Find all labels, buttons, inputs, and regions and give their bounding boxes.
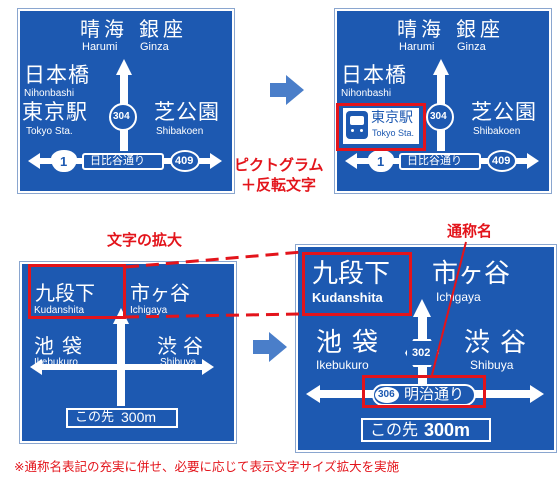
dest-shibuya: 渋谷 xyxy=(464,328,537,358)
annotation-enlarge: 文字の拡大 xyxy=(107,231,183,249)
train-pictogram-icon xyxy=(346,111,368,139)
footnote: ※通称名表記の充実に併せ、必要に応じて表示文字サイズ拡大を実施 xyxy=(14,459,400,474)
annotation-reverse-text: ＋反転文字 xyxy=(241,176,317,194)
route-409-number: 409 xyxy=(175,155,194,167)
top-transition-arrow-icon xyxy=(270,75,304,105)
distance-ahead-label: この先 xyxy=(75,410,115,425)
dest-kudanshita: 九段下 xyxy=(35,281,95,305)
route-306-number: 306 xyxy=(378,389,395,400)
route-409-number: 409 xyxy=(492,155,511,167)
road-name-meiji: 明治通り xyxy=(404,385,465,403)
dest-harumi: 晴海 xyxy=(80,17,128,41)
bottom-transition-arrow-icon xyxy=(253,332,287,362)
road-name-box xyxy=(399,153,481,170)
dest-kudanshita-enlarged: 九段下 xyxy=(312,259,391,289)
dest-ikebukuro: 池袋 xyxy=(34,334,90,358)
dest-harumi-en: Harumi xyxy=(399,41,435,53)
dest-ikebukuro: 池袋 xyxy=(316,328,389,358)
dest-nihonbashi: 日本橋 xyxy=(24,63,90,87)
sign-bottom-after: 九段下 Kudanshita 市ヶ谷 Ichigaya 池袋 Ikebukuro… xyxy=(295,244,557,453)
dest-ginza-en: Ginza xyxy=(457,41,486,53)
dest-ikebukuro-en: Ikebukuro xyxy=(34,357,78,368)
dest-kudanshita-enlarged-en: Kudanshita xyxy=(312,290,383,305)
distance-ahead-label: この先 xyxy=(370,420,419,439)
dest-ichigaya-en: Ichigaya xyxy=(436,290,481,304)
sign-top-after: 晴海 Harumi 銀座 Ginza 日本橋 Nihonbashi 東京駅 To… xyxy=(334,8,552,194)
distance-value: 300m xyxy=(121,409,157,425)
route-302-number: 302 xyxy=(412,347,431,359)
route-1-number: 1 xyxy=(60,154,68,169)
dest-tokyo-sta-reversed-en: Tokyo Sta. xyxy=(372,128,415,138)
distance-box xyxy=(66,408,178,428)
route-409-badge xyxy=(487,150,517,172)
dest-harumi: 晴海 xyxy=(397,17,445,41)
road-name-hibiya: 日比谷通り xyxy=(90,154,145,167)
dest-nihonbashi-en: Nihonbashi xyxy=(341,88,392,99)
route-409-badge xyxy=(170,150,200,172)
dest-tokyo-sta: 東京駅 xyxy=(22,100,88,124)
dest-tokyo-sta-en: Tokyo Sta. xyxy=(26,126,73,137)
dest-nihonbashi: 日本橋 xyxy=(341,63,407,87)
road-name-hibiya: 日比谷通り xyxy=(407,154,462,167)
dest-ginza: 銀座 xyxy=(139,17,187,41)
dest-nihonbashi-en: Nihonbashi xyxy=(24,88,75,99)
dest-kudanshita-en: Kudanshita xyxy=(34,305,85,316)
route-1-badge xyxy=(51,150,77,172)
dest-shibakoen: 芝公園 xyxy=(471,100,537,124)
dest-ginza-en: Ginza xyxy=(140,41,169,53)
dest-shibakoen-en: Shibakoen xyxy=(156,126,204,137)
dest-ginza: 銀座 xyxy=(456,17,504,41)
route-306-badge xyxy=(375,387,399,403)
dest-shibuya-en: Shibuya xyxy=(160,357,197,368)
dest-tokyo-sta-reversed: 東京駅 xyxy=(371,110,413,126)
dest-shibakoen: 芝公園 xyxy=(154,100,220,124)
highlight-pictogram xyxy=(336,103,426,151)
dest-harumi-en: Harumi xyxy=(82,41,118,53)
distance-value: 300m xyxy=(424,420,471,440)
route-304-number: 304 xyxy=(113,111,130,122)
sign-top-before: 晴海 Harumi 銀座 Ginza 日本橋 Nihonbashi 東京駅 To… xyxy=(17,8,235,194)
route-304-badge xyxy=(426,103,454,131)
dest-ikebukuro-en: Ikebukuro xyxy=(316,358,369,372)
highlight-common-name xyxy=(362,375,486,408)
road-name-box xyxy=(82,153,164,170)
sign-bottom-before: 九段下 Kudanshita 市ヶ谷 Ichigaya 池袋 Ikebukuro… xyxy=(19,261,237,444)
dest-ichigaya: 市ヶ谷 xyxy=(432,259,511,289)
route-1-number: 1 xyxy=(377,154,385,169)
dest-ichigaya-en: Ichigaya xyxy=(130,305,168,316)
route-304-number: 304 xyxy=(430,111,447,122)
route-1-badge xyxy=(368,150,394,172)
highlight-kudanshita-before xyxy=(28,264,126,319)
dest-shibuya: 渋谷 xyxy=(157,334,209,358)
dest-ichigaya: 市ヶ谷 xyxy=(130,281,190,305)
dest-shibuya-en: Shibuya xyxy=(470,358,514,372)
highlight-kudanshita-after xyxy=(302,252,412,316)
annotation-common-name: 通称名 xyxy=(447,222,493,240)
dest-shibakoen-en: Shibakoen xyxy=(473,126,521,137)
annotation-pictogram: ピクトグラム xyxy=(234,156,324,174)
distance-box xyxy=(361,418,491,442)
route-304-badge xyxy=(109,103,137,131)
